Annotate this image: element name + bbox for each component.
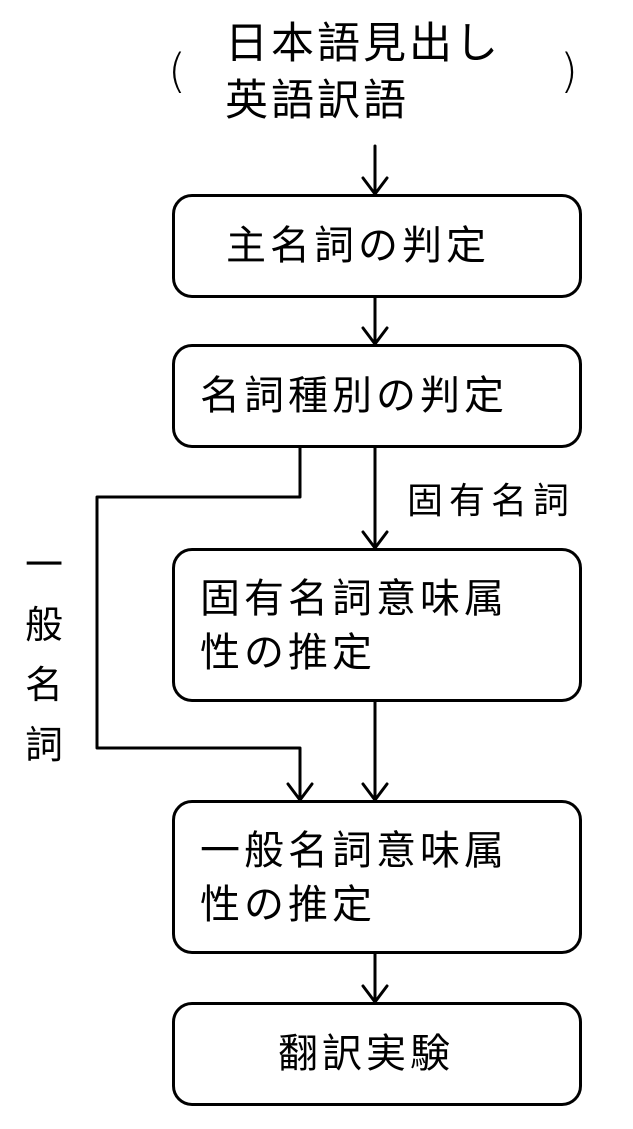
general-noun-attribute-line1: 一般名詞意味属 [200, 828, 508, 874]
input-left-brace: ( [168, 44, 186, 98]
proper-noun-attribute-box [172, 548, 582, 702]
noun-type-determination-label: 名詞種別の判定 [200, 373, 508, 419]
input-japanese-headword: 日本語見出し [225, 19, 501, 69]
input-right-brace: ) [560, 44, 578, 98]
general-noun-bypass-line [95, 446, 302, 802]
noun-type-determination-box [172, 344, 582, 448]
proper-noun-branch-label: 固有名詞 [407, 481, 576, 522]
general-noun-attribute-line2: 性の推定 [200, 882, 376, 928]
general-noun-branch-label: 一 般 名 詞 [24, 543, 63, 767]
proper-noun-attribute-line2: 性の推定 [200, 630, 376, 676]
input-english-translation: 英語訳語 [225, 76, 409, 126]
translation-experiment-label: 翻訳実験 [278, 1031, 454, 1077]
main-noun-determination-box [172, 194, 582, 298]
translation-experiment-box [172, 1002, 582, 1106]
main-noun-determination-label: 主名詞の判定 [226, 223, 490, 269]
general-noun-attribute-box [172, 800, 582, 954]
proper-noun-attribute-line1: 固有名詞意味属 [200, 576, 508, 622]
